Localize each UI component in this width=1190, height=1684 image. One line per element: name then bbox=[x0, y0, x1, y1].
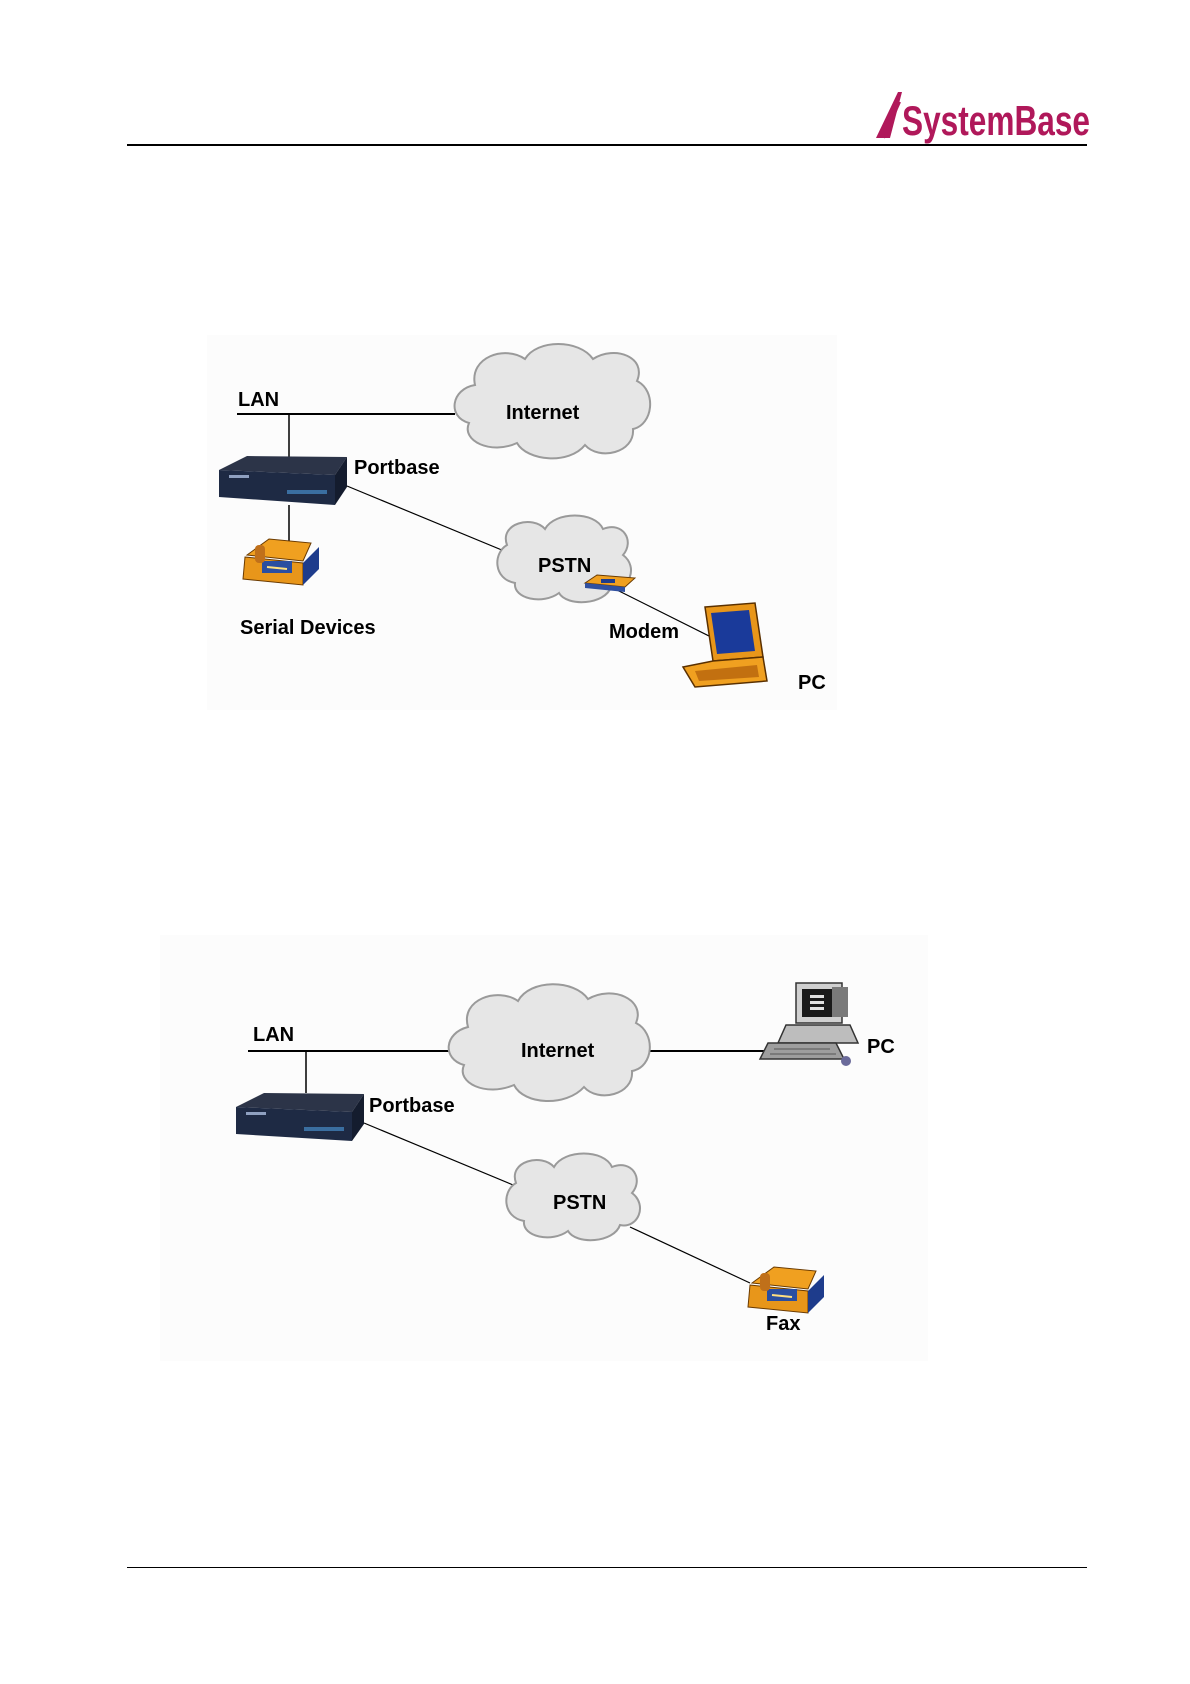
internet-label: Internet bbox=[521, 1041, 594, 1061]
desktop-pc-icon bbox=[760, 983, 858, 1066]
pstn-label: PSTN bbox=[538, 556, 591, 576]
lan-label: LAN bbox=[253, 1025, 294, 1045]
portbase-label: Portbase bbox=[354, 458, 440, 478]
pstn-label: PSTN bbox=[553, 1193, 606, 1213]
laptop-icon bbox=[683, 603, 767, 687]
footer-rule bbox=[127, 1567, 1087, 1568]
portbase-pstn-line bbox=[347, 486, 509, 553]
network-diagram-fax-server: LAN Internet PC Portbase PSTN Fax bbox=[160, 935, 928, 1361]
pc-label: PC bbox=[867, 1037, 895, 1057]
fax-machine-icon bbox=[748, 1267, 824, 1313]
pstn-fax-line bbox=[630, 1227, 750, 1283]
device-server-icon bbox=[219, 456, 347, 505]
logo-text: SystemBase bbox=[902, 97, 1090, 144]
internet-label: Internet bbox=[506, 403, 579, 423]
serial-devices-label: Serial Devices bbox=[240, 618, 376, 638]
portbase-pstn-line bbox=[364, 1123, 518, 1187]
logo-mark bbox=[876, 92, 902, 138]
fax-label: Fax bbox=[766, 1314, 800, 1334]
systembase-logo: SystemBase bbox=[872, 88, 1092, 144]
network-diagram-modem-dialin: LAN Internet Portbase PSTN Serial Device… bbox=[207, 335, 837, 710]
header-rule bbox=[127, 144, 1087, 146]
pc-label: PC bbox=[798, 673, 826, 693]
portbase-label: Portbase bbox=[369, 1096, 455, 1116]
device-server-icon bbox=[236, 1093, 364, 1141]
lan-label: LAN bbox=[238, 390, 279, 410]
fax-machine-icon bbox=[243, 539, 319, 585]
modem-label: Modem bbox=[609, 622, 679, 642]
